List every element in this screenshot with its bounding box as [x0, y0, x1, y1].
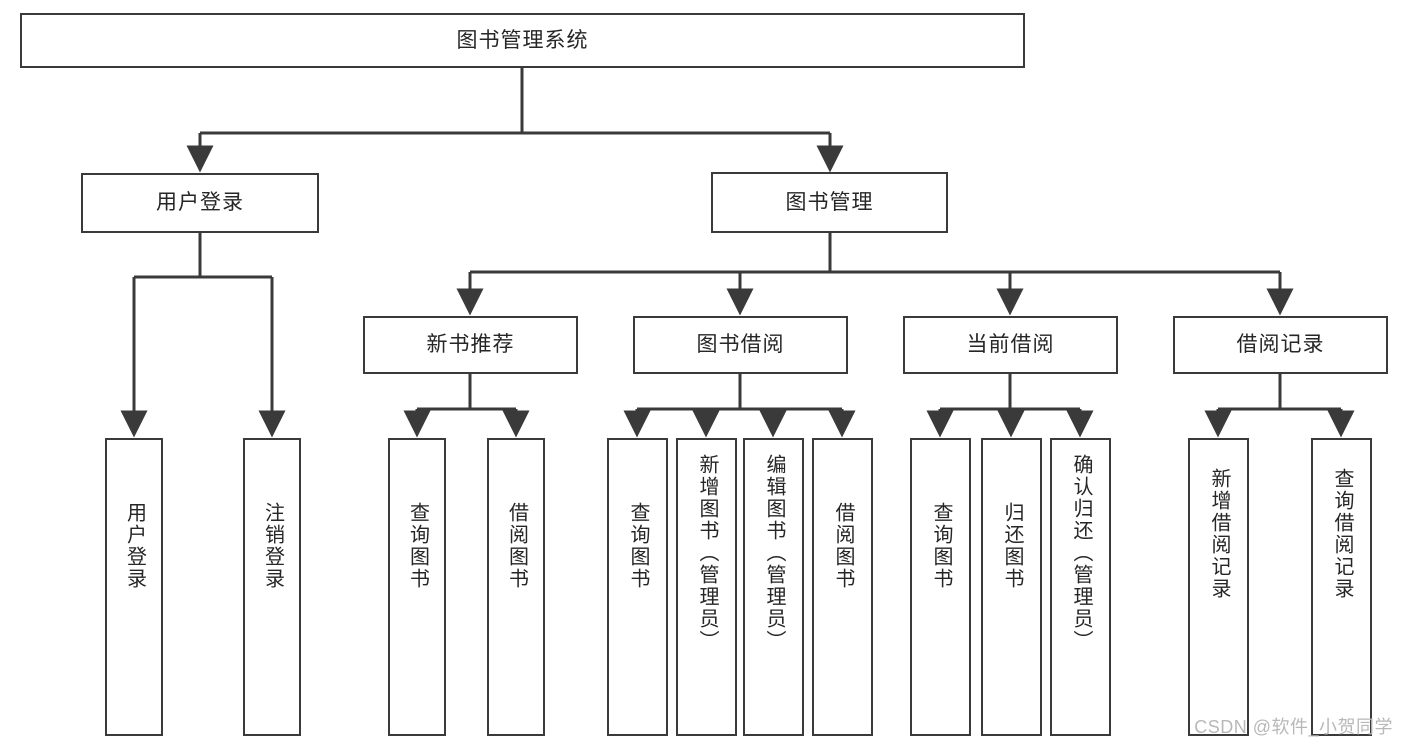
node-leaf-4[interactable]: 查询图书 — [607, 438, 668, 736]
node-leaf-11[interactable]: 新增借阅记录 — [1188, 438, 1249, 736]
node-label: 图书借阅 — [696, 333, 785, 357]
node-label: 注销登录 — [261, 502, 284, 590]
node-leaf-9[interactable]: 归还图书 — [981, 438, 1042, 736]
node-leaf-1[interactable]: 注销登录 — [243, 438, 301, 736]
node-level3-2[interactable]: 当前借阅 — [903, 316, 1118, 374]
node-label: 图书管理系统 — [456, 28, 589, 52]
node-label: 归还图书 — [1001, 502, 1023, 590]
node-leaf-2[interactable]: 查询图书 — [388, 438, 446, 736]
node-label: 确认归还（管理员） — [1070, 454, 1092, 652]
node-label: 查询图书 — [627, 502, 649, 590]
node-level2-1[interactable]: 图书管理 — [711, 172, 948, 233]
node-label: 用户登录 — [156, 191, 244, 215]
node-label: 新书推荐 — [426, 333, 515, 357]
node-label: 编辑图书（管理员） — [763, 454, 785, 652]
node-label: 查询借阅记录 — [1331, 468, 1353, 600]
node-label: 查询图书 — [930, 502, 952, 590]
node-label: 图书管理 — [785, 190, 874, 214]
node-label: 借阅图书 — [505, 502, 528, 590]
node-label: 当前借阅 — [966, 333, 1055, 357]
node-leaf-5[interactable]: 新增图书（管理员） — [676, 438, 737, 736]
node-leaf-0[interactable]: 用户登录 — [105, 438, 163, 736]
node-leaf-10[interactable]: 确认归还（管理员） — [1050, 438, 1111, 736]
node-label: 借阅记录 — [1236, 333, 1325, 357]
node-label: 借阅图书 — [832, 502, 854, 590]
node-label: 新增借阅记录 — [1208, 468, 1230, 600]
node-leaf-7[interactable]: 借阅图书 — [812, 438, 873, 736]
node-label: 查询图书 — [406, 502, 429, 590]
node-leaf-3[interactable]: 借阅图书 — [487, 438, 545, 736]
node-level3-0[interactable]: 新书推荐 — [363, 316, 578, 374]
node-level2-0[interactable]: 用户登录 — [81, 173, 319, 233]
node-level3-1[interactable]: 图书借阅 — [633, 316, 848, 374]
node-root-system[interactable]: 图书管理系统 — [20, 13, 1025, 68]
node-label: 用户登录 — [123, 502, 146, 590]
node-leaf-8[interactable]: 查询图书 — [910, 438, 971, 736]
node-label: 新增图书（管理员） — [696, 454, 718, 652]
node-level3-3[interactable]: 借阅记录 — [1173, 316, 1388, 374]
node-leaf-6[interactable]: 编辑图书（管理员） — [743, 438, 804, 736]
node-leaf-12[interactable]: 查询借阅记录 — [1311, 438, 1372, 736]
